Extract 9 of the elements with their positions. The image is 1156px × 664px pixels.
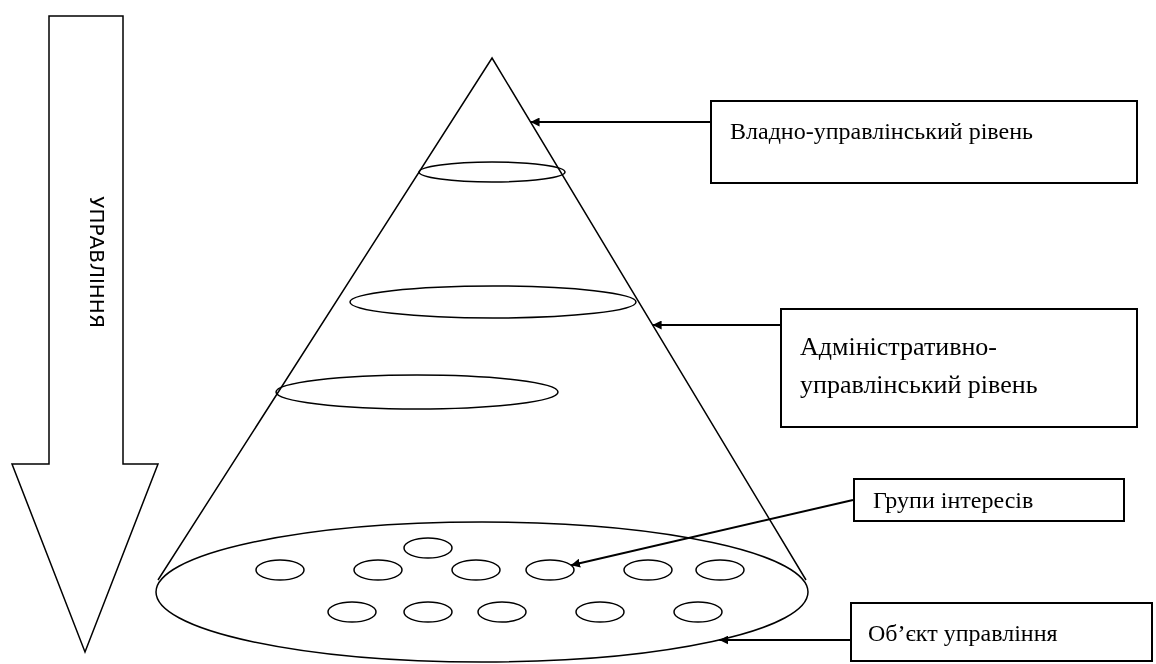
- label-box: Об’єкт управління: [850, 602, 1153, 662]
- level-box: Адміністративно-управлінський рівень: [780, 308, 1138, 428]
- leader-arrow: [651, 320, 781, 330]
- vertical-label: УПРАВЛІННЯ: [85, 196, 109, 328]
- leader-arrow: [570, 499, 854, 568]
- label-box: Групи інтересів: [853, 478, 1125, 522]
- leader-arrow: [718, 635, 851, 645]
- level-box: Владно-управлінський рівень: [710, 100, 1138, 184]
- leader-arrow: [529, 117, 711, 127]
